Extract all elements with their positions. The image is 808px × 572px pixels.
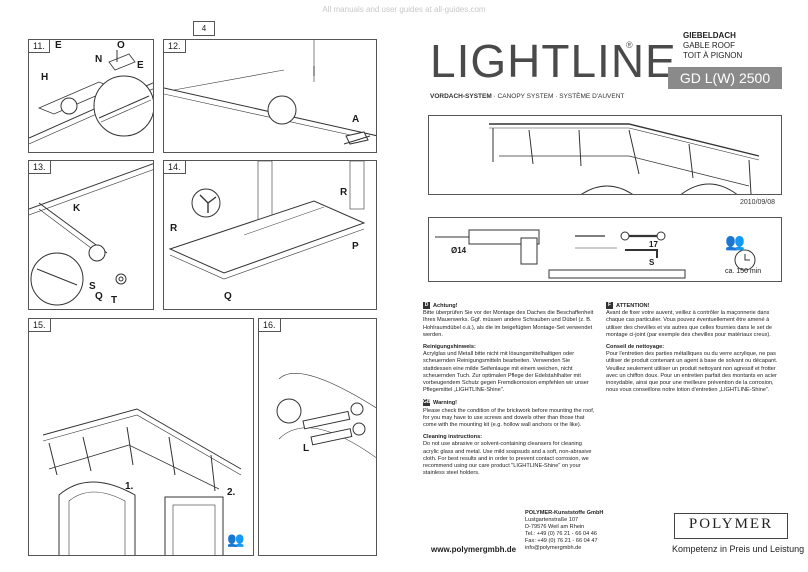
time-estimate: ca. 150 min	[725, 268, 762, 275]
roof-type-en: GABLE ROOF	[683, 41, 736, 50]
step-label-1: 1.	[125, 481, 134, 492]
warning-title-en: Warning!	[433, 400, 458, 407]
clean-title-en: Cleaning instructions:	[423, 434, 483, 441]
hex-key: S	[649, 258, 655, 267]
tools-panel: Ø14 17 S 👥 ca. 150 min	[428, 217, 782, 282]
part-label-r: R	[170, 223, 178, 234]
step-number: 11.	[29, 40, 50, 53]
part-label-k: K	[73, 203, 81, 214]
step-14-drawing	[168, 161, 366, 280]
step-13-drawing	[29, 163, 153, 306]
drill-size: Ø14	[451, 246, 467, 255]
flag-en: GB	[423, 399, 431, 407]
polymer-logo: POLYMER	[688, 516, 774, 532]
step-number: 12.	[164, 40, 186, 53]
wrench-size: 17	[649, 240, 658, 249]
roof-type-fr: TOIT À PIGNON	[683, 51, 743, 60]
system-line: VORDACH-SYSTEM · CANOPY SYSTEM · SYSTÈME…	[430, 93, 625, 100]
brand-logo: LIGHTLINE	[430, 35, 677, 87]
step-11-panel: 11. E N O E H	[28, 39, 154, 153]
step-number: 15.	[29, 319, 51, 332]
part-label-r2: R	[340, 187, 348, 198]
step-11-drawing	[29, 50, 153, 145]
company-slogan: Kompetenz in Preis und Leistung	[672, 544, 805, 554]
clean-body-fr: Pour l'entretien des parties métalliques…	[606, 351, 778, 394]
step-12-drawing	[164, 40, 376, 145]
flag-fr: F	[606, 302, 613, 309]
registered-mark: ®	[626, 40, 633, 50]
system-en: CANOPY SYSTEM	[497, 93, 554, 100]
clean-title-de: Reinigungshinweis:	[423, 344, 476, 350]
step-15-panel: 15. 1. 2. 👥	[28, 318, 254, 556]
company-city: D-79576 Weil am Rhein	[525, 524, 585, 530]
clean-body-de: Acrylglas und Metall bitte nicht mit lös…	[423, 351, 589, 394]
part-label-t: T	[111, 295, 118, 306]
part-label-q: Q	[95, 291, 103, 302]
page-number: 4	[193, 21, 215, 36]
step-14-panel: 14. R R P Q	[163, 160, 377, 310]
step-number: 14.	[164, 161, 186, 174]
warning-body-fr: Avant de fixer votre auvent, veillez à c…	[606, 310, 773, 338]
company-email[interactable]: info@polymergmbh.de	[525, 545, 582, 551]
company-name: POLYMER-Kunststoffe GmbH	[525, 510, 604, 516]
tools-drawing	[435, 229, 756, 279]
clean-title-fr: Conseil de nettoyage:	[606, 344, 665, 350]
roof-type-de: GIEBELDACH	[683, 31, 736, 40]
step-16-panel: 16. L	[258, 318, 377, 556]
warning-title-de: Achtung!	[433, 302, 458, 309]
step-label-2: 2.	[227, 487, 236, 498]
part-label-n: N	[95, 54, 103, 65]
system-fr: SYSTÈME D'AUVENT	[559, 93, 625, 100]
part-label-s: S	[89, 281, 96, 292]
step-number: 13.	[29, 161, 51, 174]
website-link[interactable]: www.polymergmbh.de	[431, 545, 517, 554]
step-number: 16.	[259, 319, 281, 332]
part-label-a: A	[352, 114, 360, 125]
clean-body-en: Do not use abrasive or solvent-containin…	[423, 441, 592, 477]
part-label-l: L	[303, 443, 310, 454]
company-address: POLYMER-Kunststoffe GmbH Lustgartenstraß…	[525, 510, 603, 552]
warning-body-en: Please check the condition of the brickw…	[423, 407, 595, 429]
product-image-panel	[428, 115, 782, 195]
product-drawing	[489, 123, 760, 194]
date: 2010/09/08	[740, 199, 776, 206]
two-persons-icon: 👥	[227, 531, 245, 547]
part-label-p: P	[352, 241, 359, 252]
warning-title-fr: ATTENTION!	[616, 302, 650, 309]
step-16-drawing	[276, 372, 376, 458]
company-street: Lustgartenstraße 107	[525, 517, 579, 523]
part-label-e: E	[55, 40, 62, 51]
step-13-panel: 13. K S Q T	[28, 160, 154, 310]
company-fax: Fax: +49 (0) 76 21 - 66 04 47	[525, 538, 598, 544]
warning-body-de: Bitte überprüfen Sie vor der Montage des…	[423, 310, 594, 338]
model-badge: GD L(W) 2500	[668, 67, 782, 89]
watermark: All manuals and user guides at all-guide…	[322, 5, 486, 14]
flag-de: D	[423, 302, 430, 309]
roof-type: GIEBELDACH GABLE ROOF TOIT À PIGNON	[683, 31, 742, 61]
step-12-panel: 12. A	[163, 39, 377, 153]
part-label-o: O	[117, 40, 125, 51]
polymer-logo-frame	[674, 513, 788, 539]
two-persons-icon: 👥	[725, 234, 745, 251]
system-de: VORDACH-SYSTEM	[430, 93, 492, 100]
step-15-drawing	[42, 408, 242, 555]
part-label-h: H	[41, 72, 49, 83]
part-label-q: Q	[224, 291, 232, 302]
part-label-e2: E	[137, 60, 144, 71]
company-tel: Tel.: +49 (0) 76 21 - 66 04 46	[525, 531, 597, 537]
